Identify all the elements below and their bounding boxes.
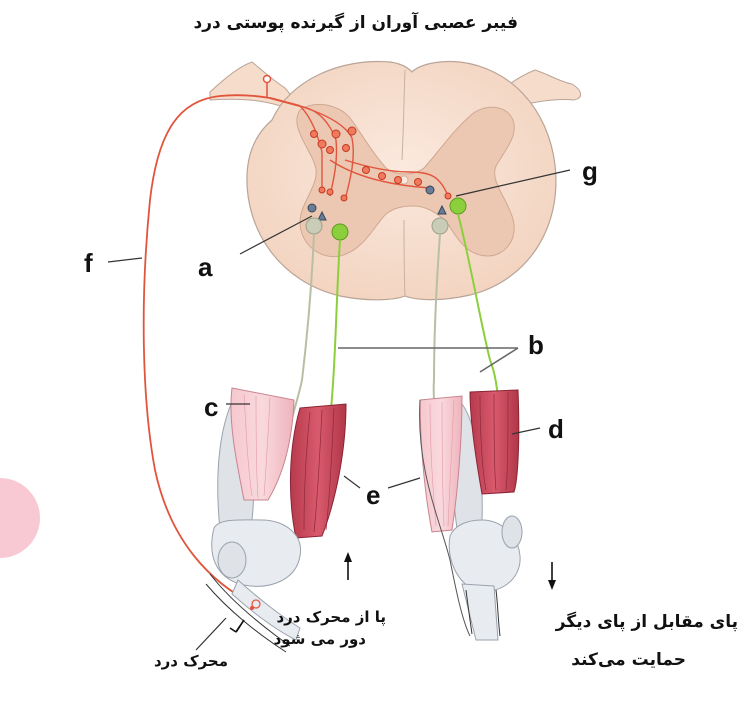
label-e: e	[366, 480, 380, 511]
stimulus-leader	[196, 618, 226, 650]
support-caption-line1: پای مقابل از پای دیگر	[506, 612, 738, 632]
right-leg	[420, 390, 522, 640]
left-flexor-muscle	[231, 388, 294, 500]
withdraw-caption-line1: پا از محرک درد	[256, 608, 386, 626]
withdraw-caption-line2: دور می شود	[270, 630, 366, 648]
right-shin	[462, 584, 498, 640]
right-patella	[502, 516, 522, 548]
down-arrow-icon	[548, 562, 556, 590]
ganglion-cell	[264, 76, 271, 83]
label-g: g	[582, 156, 598, 187]
label-c: c	[204, 392, 218, 423]
f-leader	[108, 258, 142, 262]
left-patella	[218, 542, 246, 578]
up-arrow-icon	[344, 552, 352, 580]
left-extensor-muscle	[290, 404, 346, 538]
label-b: b	[528, 330, 544, 361]
watermark-arc	[0, 478, 40, 558]
e-leader-left	[344, 476, 360, 488]
e-leader-right	[388, 478, 420, 488]
b-leader-right	[480, 348, 518, 372]
stimulus-caption: محرک درد	[118, 652, 228, 670]
label-a: a	[198, 252, 212, 283]
label-d: d	[548, 414, 564, 445]
support-caption-line2: حمایت می‌کند	[536, 650, 686, 670]
label-f: f	[84, 248, 93, 279]
diagram-title: فیبر عصبی آوران از گیرنده پوستی درد	[118, 13, 518, 33]
